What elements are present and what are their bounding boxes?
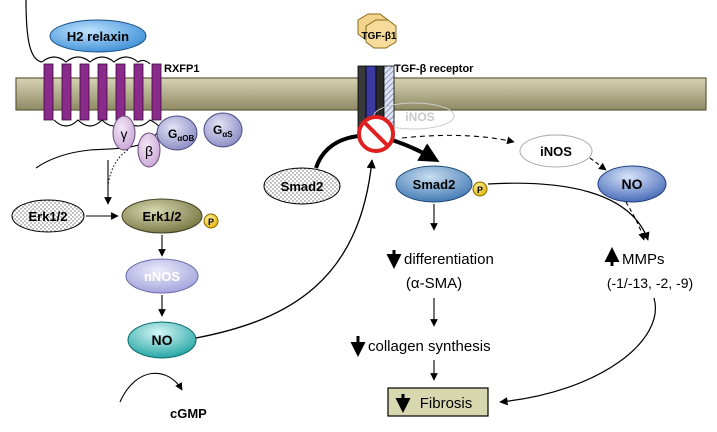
- inos-label: iNOS: [540, 144, 572, 159]
- gamma-label: γ: [121, 126, 128, 142]
- dotted-link: [107, 149, 129, 186]
- h2-relaxin: [49, 19, 147, 53]
- g-alpha-ob-label: GαOB: [168, 127, 194, 143]
- inhibit-slash: [362, 120, 390, 148]
- inos-faded-label: iNOS: [405, 110, 434, 124]
- mmps-label: MMPs: [622, 251, 665, 268]
- rxfp1-helix: [97, 63, 108, 121]
- erk-phos-label: Erk1/2: [142, 209, 181, 224]
- no-right-label: NO: [622, 176, 643, 192]
- nnos: [125, 258, 199, 294]
- erk-unphos-label: Erk1/2: [28, 209, 67, 224]
- erk-phospho-label: P: [208, 217, 214, 227]
- smad2-unphos-label: Smad2: [281, 179, 324, 194]
- fibrosis-label: Fibrosis: [420, 395, 473, 412]
- no-left-label: NO: [152, 332, 173, 348]
- rxfp1-helix: [79, 63, 90, 121]
- smad2-phosphorylated: [395, 165, 473, 203]
- smad2-unphosphorylated: [263, 167, 341, 205]
- rxfp1-extracellular-loops: [41, 56, 151, 65]
- no-right: [597, 165, 667, 203]
- rxfp1-label: RXFP1: [164, 63, 199, 75]
- smad2-to-mmps-arrow: [487, 182, 650, 241]
- tgf-receptor-label: TGF-β receptor: [394, 63, 474, 75]
- rxfp1-helix: [151, 63, 162, 121]
- g-alpha-s: [203, 112, 243, 148]
- no-to-cgmp-arrow: [119, 372, 183, 403]
- inos-to-no-dashed-arrow: [589, 157, 607, 171]
- beta-label: β: [145, 143, 153, 159]
- mmps-to-fibrosis-arrow: [499, 297, 656, 406]
- differentiation-label: differentiation: [404, 251, 494, 268]
- g-alpha-s-label: GαS: [213, 123, 233, 139]
- g-beta: [137, 132, 161, 168]
- rxfp1-helix: [133, 63, 144, 121]
- rxfp1-helix: [61, 63, 72, 121]
- smad2-phospho-group: [472, 181, 488, 197]
- h2-relaxin-label: H2 relaxin: [67, 29, 129, 44]
- nnos-label: nNOS: [144, 269, 180, 284]
- no-to-mmps-dashed-arrow: [625, 201, 646, 241]
- cgmp-label: cGMP: [170, 406, 207, 421]
- erk-unphosphorylated: [11, 199, 85, 233]
- smad2-phos-label: Smad2: [413, 177, 456, 192]
- rxfp1-intracellular-loops: [53, 119, 161, 129]
- alpha-sma-label: (α-SMA): [406, 275, 462, 292]
- inhibition-sign: [357, 115, 395, 153]
- receptor-to-inos-dashed-arrow: [401, 134, 515, 145]
- erk-phospho-group: [203, 213, 219, 229]
- erk-phosphorylated: [121, 198, 203, 234]
- rxfp1-helix: [43, 63, 54, 121]
- g-gamma: [112, 115, 136, 151]
- no-left: [127, 321, 197, 359]
- tgf-ligand-front: [365, 19, 397, 49]
- g-alpha-ob: [156, 115, 198, 151]
- mmp-list-label: (-1/-13, -2, -9): [607, 275, 693, 291]
- smad2-phospho-label: P: [477, 185, 483, 195]
- inos: [519, 134, 593, 168]
- collagen-label: collagen synthesis: [368, 338, 491, 355]
- rxfp1-ectodomain-line: [25, 0, 43, 63]
- no-to-tgf-receptor-arrow: [195, 159, 376, 339]
- tgf-ligand-label: TGF-β1: [362, 31, 397, 42]
- rxfp1-helix: [115, 63, 126, 121]
